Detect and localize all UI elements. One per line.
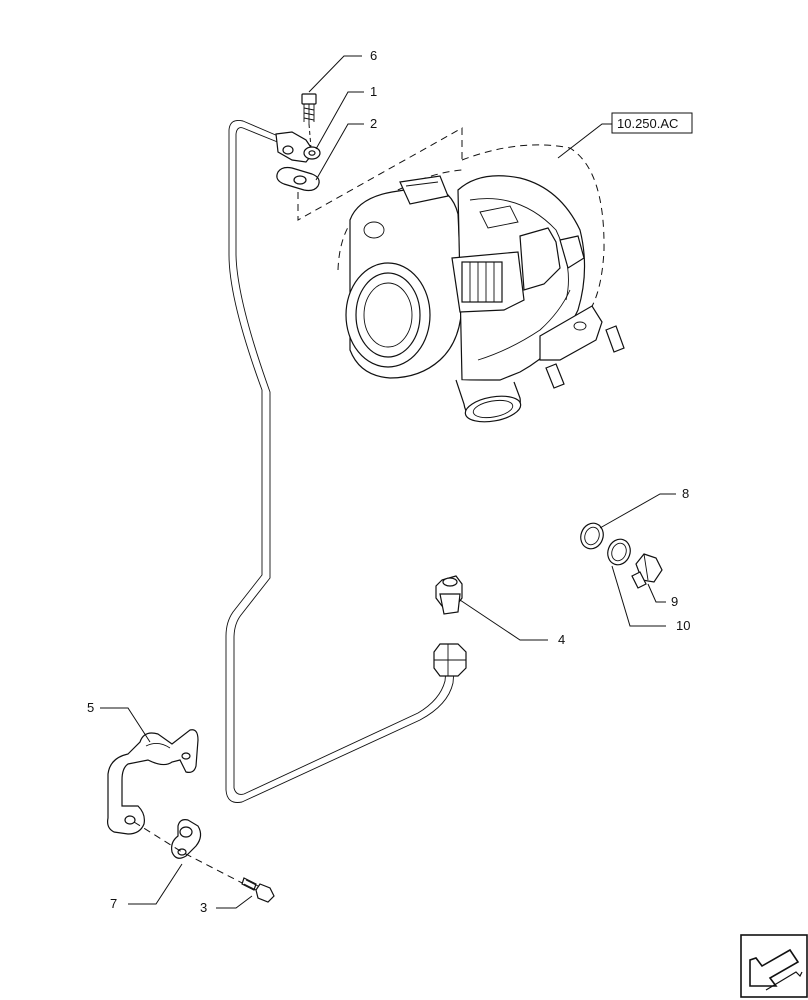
pipe-fitting-nut xyxy=(433,643,467,677)
callout-5: 5 xyxy=(87,700,94,715)
callout-10: 10 xyxy=(676,618,690,633)
callout-6: 6 xyxy=(370,48,377,63)
reference-label[interactable]: 10.250.AC xyxy=(617,116,678,131)
callout-7: 7 xyxy=(110,896,117,911)
sealing-ring-part-8 xyxy=(580,522,604,550)
bolt-part-6 xyxy=(301,93,317,124)
clamp-part-7 xyxy=(171,819,202,859)
turbocharger-assembly xyxy=(297,127,625,423)
reference-box xyxy=(611,112,693,134)
next-page-arrow-icon[interactable] xyxy=(740,934,808,998)
callout-3: 3 xyxy=(200,900,207,915)
oil-pipe xyxy=(225,119,455,803)
gasket-part-2 xyxy=(276,166,320,192)
callout-8: 8 xyxy=(682,486,689,501)
bracket-part-5 xyxy=(107,729,199,835)
leader-lines xyxy=(100,55,676,909)
callout-9: 9 xyxy=(671,594,678,609)
fitting-part-4 xyxy=(435,575,463,615)
sealing-ring-part-10 xyxy=(607,538,631,566)
callout-1: 1 xyxy=(370,84,377,99)
callout-2: 2 xyxy=(370,116,377,131)
plug-part-9 xyxy=(631,553,663,589)
bolt-part-3 xyxy=(241,877,275,903)
washer-part-1 xyxy=(303,146,321,160)
callout-4: 4 xyxy=(558,632,565,647)
